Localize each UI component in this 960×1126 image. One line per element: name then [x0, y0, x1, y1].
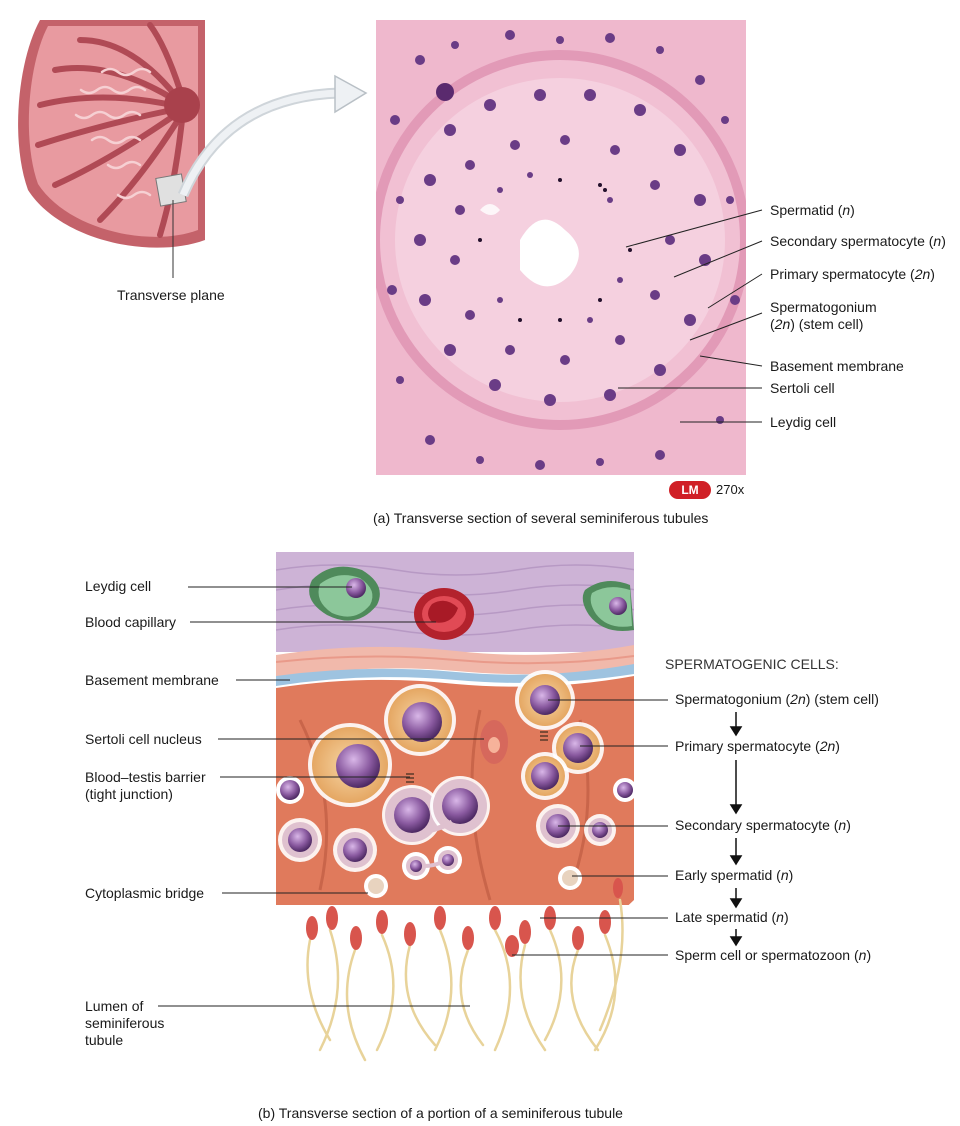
label-spermatogonium: Spermatogonium (2n) (stem cell)	[770, 299, 877, 332]
curved-arrow-icon	[177, 74, 368, 198]
stage-primary-spermatocyte: Primary spermatocyte (2n)	[675, 738, 840, 754]
label-blood-testis-barrier: Blood–testis barrier(tight junction)	[85, 769, 206, 802]
label-basement-membrane-b: Basement membrane	[85, 672, 219, 688]
lm-badge: LM	[669, 481, 711, 499]
stage-late-spermatid: Late spermatid (n)	[675, 909, 789, 925]
panel-b-left-leaders	[158, 586, 484, 1007]
stage-spermatogonium: Spermatogonium (2n) (stem cell)	[675, 691, 879, 707]
label-sertoli-cell: Sertoli cell	[770, 380, 835, 396]
label-leydig-cell-b: Leydig cell	[85, 578, 152, 594]
tubule-illustration	[276, 552, 634, 1072]
transverse-plane-label: Transverse plane	[117, 287, 225, 303]
stage-early-spermatid: Early spermatid (n)	[675, 867, 794, 883]
stage-sperm-cell: Sperm cell or spermatozoon (n)	[675, 947, 872, 963]
stage-arrows	[729, 712, 743, 947]
label-basement-membrane-a: Basement membrane	[770, 358, 904, 374]
micrograph-leader-lines	[618, 209, 763, 423]
label-primary-spermatocyte: Primary spermatocyte (2n)	[770, 266, 935, 282]
caption-b: (b) Transverse section of a portion of a…	[258, 1105, 623, 1121]
magnification-label: 270x	[716, 482, 745, 497]
label-leydig-cell-a: Leydig cell	[770, 414, 837, 430]
label-secondary-spermatocyte: Secondary spermatocyte (n)	[770, 233, 946, 249]
micrograph	[376, 20, 746, 475]
label-spermatid: Spermatid (n)	[770, 202, 855, 218]
label-blood-capillary: Blood capillary	[85, 614, 177, 630]
testis-illustration	[18, 20, 205, 278]
spermatogenic-cells-heading: SPERMATOGENIC CELLS:	[665, 656, 839, 672]
stage-secondary-spermatocyte: Secondary spermatocyte (n)	[675, 817, 851, 833]
panel-b-right-leaders	[512, 699, 668, 956]
caption-a: (a) Transverse section of several semini…	[373, 510, 709, 526]
label-sertoli-cell-nucleus: Sertoli cell nucleus	[85, 731, 202, 747]
label-cytoplasmic-bridge: Cytoplasmic bridge	[85, 885, 205, 901]
